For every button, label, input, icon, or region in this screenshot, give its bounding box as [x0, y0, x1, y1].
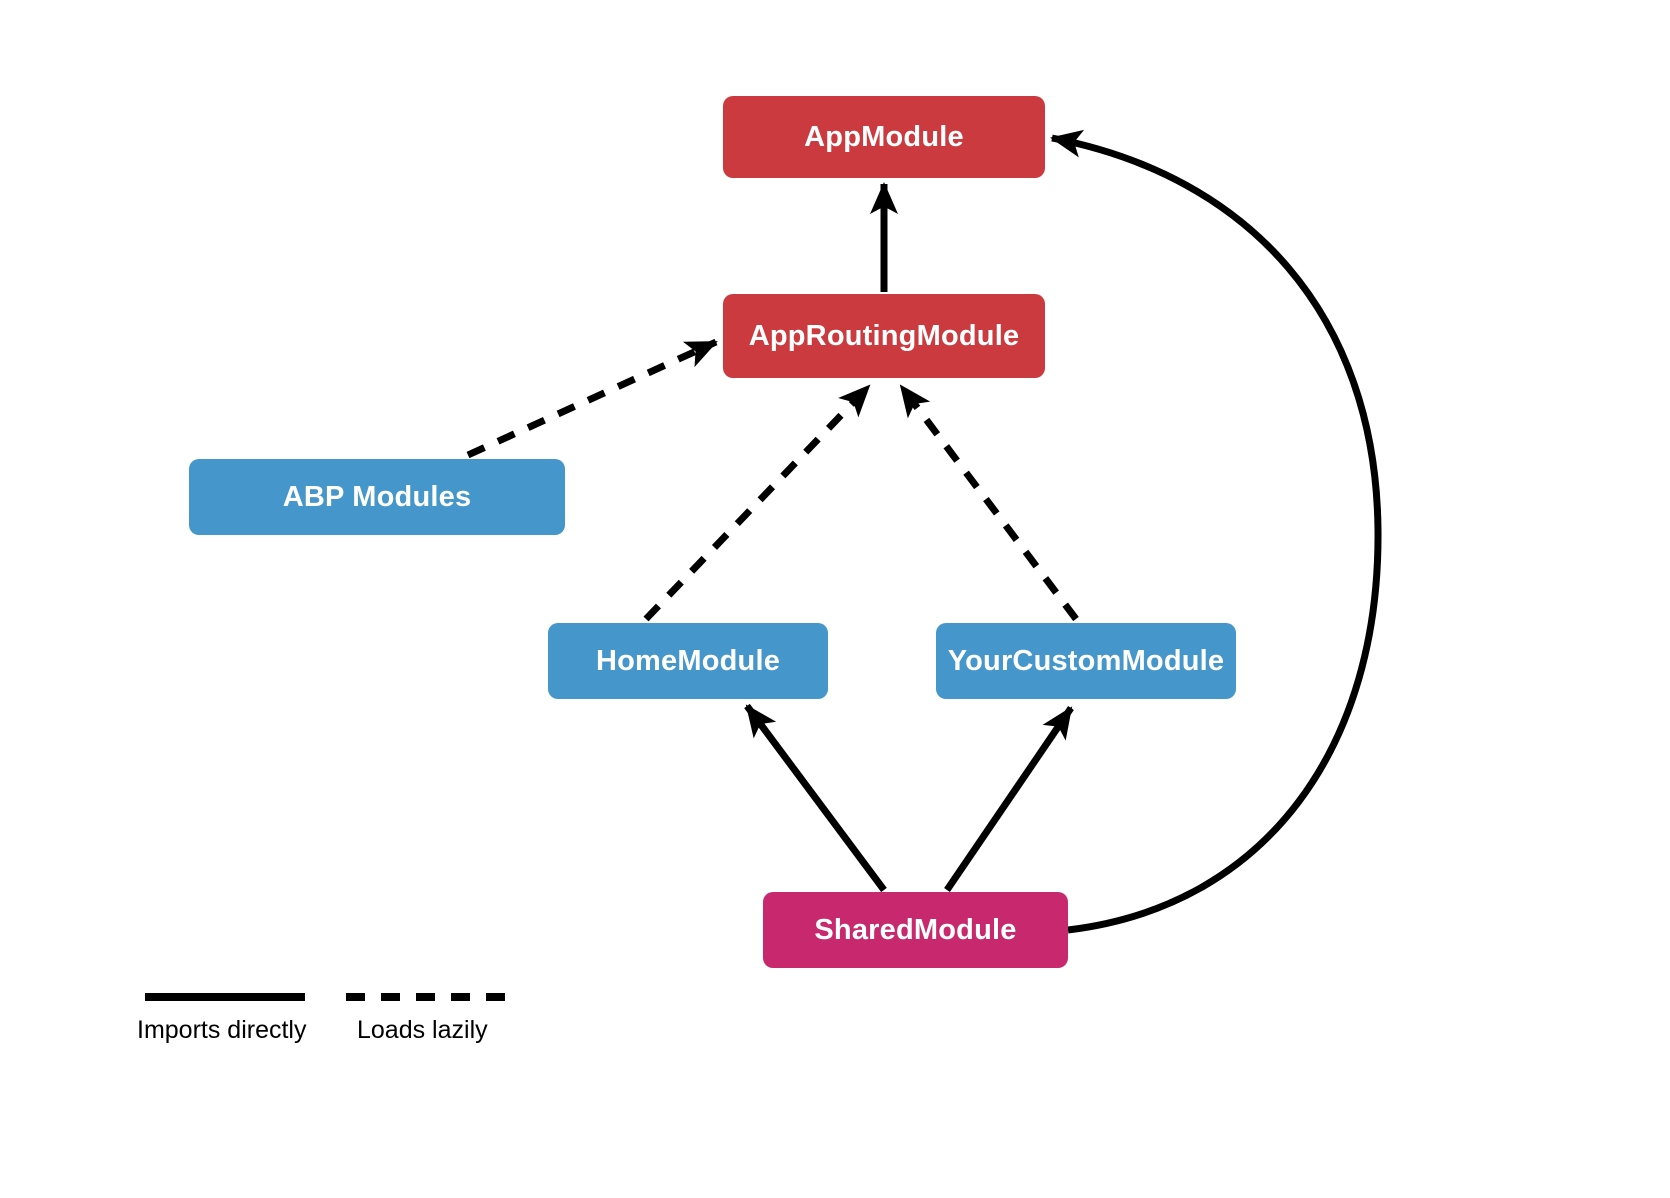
edge-sharedmodule-to-homemodule	[744, 703, 887, 893]
node-app-module: AppModule	[723, 96, 1045, 178]
node-home-module: HomeModule	[548, 623, 828, 699]
edge-homemodule-to-approutingmodule	[643, 383, 872, 622]
node-app-routing-module-label: AppRoutingModule	[748, 319, 1020, 352]
node-abp-modules: ABP Modules	[189, 459, 565, 535]
node-shared-module: SharedModule	[763, 892, 1068, 968]
node-abp-modules-label: ABP Modules	[282, 480, 472, 513]
edge-abpmodules-to-approutingmodule	[466, 338, 718, 459]
node-app-module-label: AppModule	[804, 120, 964, 153]
node-shared-module-label: SharedModule	[814, 913, 1017, 946]
legend-loads-lazily-label: Loads lazily	[357, 1016, 488, 1044]
edge-yourcustommodule-to-approutingmodule	[898, 383, 1079, 622]
node-home-module-label: HomeModule	[595, 644, 781, 677]
edge-sharedmodule-to-appmodule-curved	[1050, 129, 1382, 934]
edge-sharedmodule-to-yourcustommodule	[944, 706, 1074, 892]
node-your-custom-module: YourCustomModule	[936, 623, 1236, 699]
legend-imports-directly-label: Imports directly	[137, 1016, 307, 1044]
node-app-routing-module: AppRoutingModule	[723, 294, 1045, 378]
node-your-custom-module-label: YourCustomModule	[947, 644, 1225, 677]
